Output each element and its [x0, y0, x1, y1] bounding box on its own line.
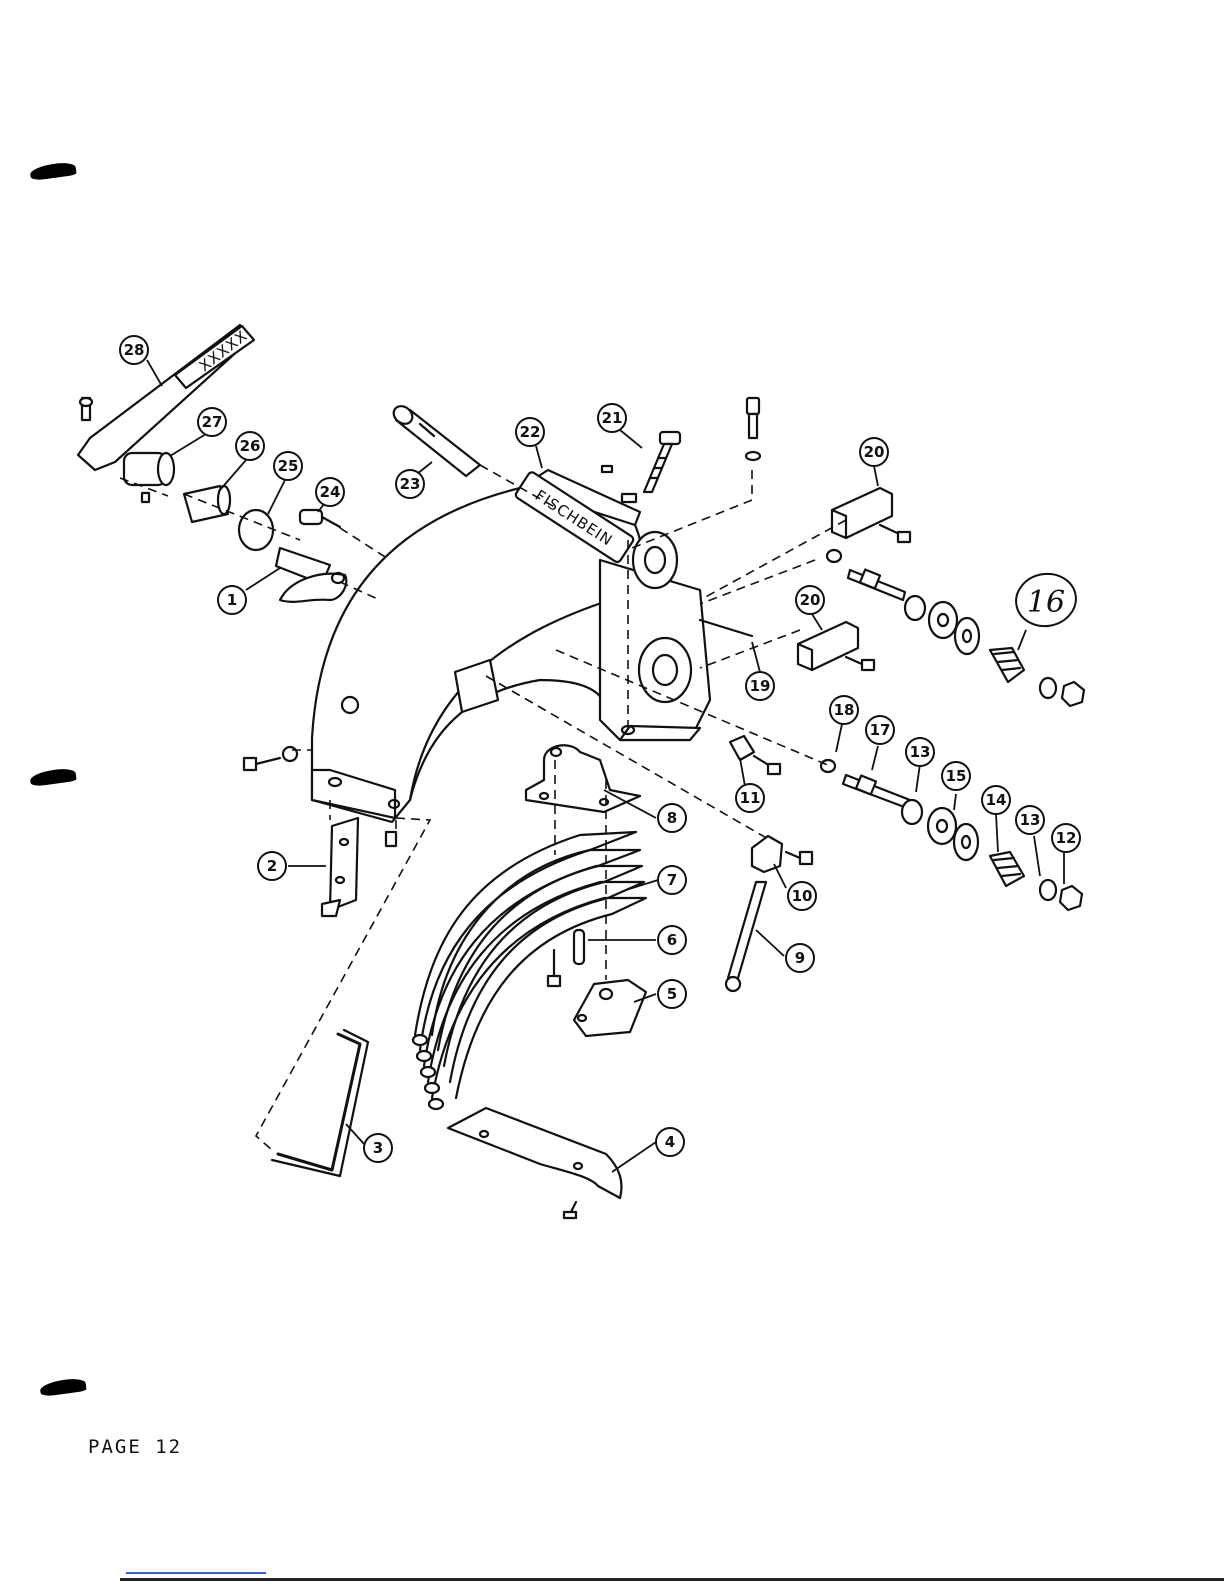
pivot-boss-lower	[639, 638, 691, 702]
callout-10: 10	[788, 882, 816, 910]
svg-text:10: 10	[792, 887, 813, 905]
svg-text:12: 12	[1056, 829, 1077, 847]
svg-text:24: 24	[320, 483, 341, 501]
svg-text:26: 26	[240, 437, 261, 455]
callout-21: 21	[598, 404, 626, 432]
svg-text:6: 6	[667, 931, 677, 949]
callout-20-lower: 20	[796, 586, 824, 614]
svg-text:3: 3	[373, 1139, 383, 1157]
callout-25: 25	[274, 452, 302, 480]
handwritten-callout-16: 16	[1012, 569, 1080, 631]
callouts: 1 2 3 4 5 6 7 8 9 10 11 12 13 13 14 15 1…	[120, 336, 1080, 1162]
pivot-boss-upper	[633, 532, 677, 588]
callout-14: 14	[982, 786, 1010, 814]
callout-12: 12	[1052, 824, 1080, 852]
svg-text:7: 7	[667, 871, 677, 889]
svg-text:1: 1	[227, 591, 237, 609]
sleeve-26	[184, 486, 230, 522]
svg-text:13: 13	[910, 743, 931, 761]
ring-25	[239, 510, 273, 550]
svg-text:17: 17	[870, 721, 891, 739]
callout-28: 28	[120, 336, 148, 364]
guard-plate-4	[448, 1108, 621, 1218]
svg-text:20: 20	[864, 443, 885, 461]
callout-27: 27	[198, 408, 226, 436]
callout-7: 7	[658, 866, 686, 894]
link-2	[322, 818, 358, 916]
shoe-5	[574, 980, 646, 1036]
callout-23: 23	[396, 470, 424, 498]
svg-text:21: 21	[602, 409, 623, 427]
svg-text:15: 15	[946, 767, 967, 785]
rod-9	[726, 882, 766, 991]
rod-19	[700, 620, 752, 636]
svg-text:20: 20	[800, 591, 821, 609]
callout-13-lower: 13	[1016, 806, 1044, 834]
svg-text:4: 4	[665, 1133, 675, 1151]
handle-lever: XXXXX	[78, 325, 254, 470]
bent-rod-3	[272, 1030, 368, 1176]
set-screw-side	[386, 832, 396, 846]
callout-8: 8	[658, 804, 686, 832]
callout-11: 11	[736, 784, 764, 812]
callout-3: 3	[364, 1134, 392, 1162]
leader-lines	[147, 360, 1064, 1172]
scan-edge-blue	[126, 1572, 266, 1574]
bolt-24	[300, 510, 340, 527]
set-screw-top	[602, 466, 612, 472]
callout-24: 24	[316, 478, 344, 506]
screw-vertical	[548, 950, 560, 986]
svg-text:9: 9	[795, 949, 805, 967]
callout-9: 9	[786, 944, 814, 972]
dowel-pin-6	[574, 930, 584, 964]
svg-text:18: 18	[834, 701, 855, 719]
cap-screw-top	[746, 398, 760, 460]
callout-17: 17	[866, 716, 894, 744]
svg-text:22: 22	[520, 423, 541, 441]
clamp-11	[730, 736, 780, 774]
callout-20-upper: 20	[860, 438, 888, 466]
bracket-10	[752, 836, 812, 872]
svg-text:13: 13	[1020, 811, 1041, 829]
svg-text:14: 14	[986, 791, 1007, 809]
main-arm-casting: FISCHBEIN	[312, 470, 710, 822]
svg-text:5: 5	[667, 985, 677, 1003]
callout-22: 22	[516, 418, 544, 446]
page-number-label: PAGE 12	[88, 1436, 182, 1458]
spring-fingers-7	[413, 832, 646, 1109]
svg-text:23: 23	[400, 475, 421, 493]
callout-26: 26	[236, 432, 264, 460]
svg-text:11: 11	[740, 789, 761, 807]
callout-18: 18	[830, 696, 858, 724]
svg-text:16: 16	[1027, 585, 1065, 620]
svg-text:19: 19	[750, 677, 771, 695]
callout-13-upper: 13	[906, 738, 934, 766]
svg-text:8: 8	[667, 809, 677, 827]
slide-block-20-lower	[798, 622, 874, 670]
scan-edge-rule	[120, 1578, 1224, 1581]
pin-23	[390, 403, 480, 476]
cam-pin-1	[276, 548, 346, 602]
callout-19: 19	[746, 672, 774, 700]
callout-1: 1	[218, 586, 246, 614]
screw-21	[622, 432, 680, 502]
callout-4: 4	[656, 1128, 684, 1156]
slide-block-20-upper	[832, 488, 910, 542]
callout-5: 5	[658, 980, 686, 1008]
svg-text:27: 27	[202, 413, 223, 431]
callout-15: 15	[942, 762, 970, 790]
callout-2: 2	[258, 852, 286, 880]
svg-text:28: 28	[124, 341, 145, 359]
bolt-left	[244, 747, 297, 770]
svg-text:2: 2	[267, 857, 277, 875]
callout-6: 6	[658, 926, 686, 954]
svg-text:25: 25	[278, 457, 299, 475]
